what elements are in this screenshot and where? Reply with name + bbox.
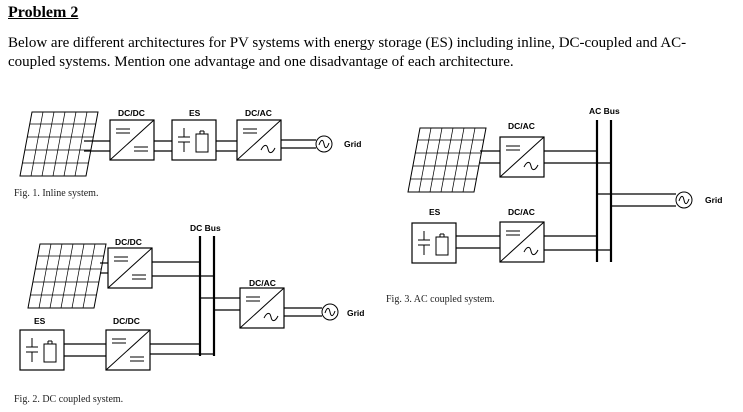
- fig2-dcac-label: DC/AC: [249, 278, 276, 288]
- fig2-dc-coupled-system: DC Bus DC/DC DC/AC Grid ES DC/DC Fig. 2.…: [14, 223, 364, 405]
- fig1-dcac-label: DC/AC: [245, 108, 272, 118]
- fig2-dcdc-top-label: DC/DC: [115, 237, 142, 247]
- fig2-caption: Fig. 2. DC coupled system.: [14, 394, 123, 405]
- fig3-dcac-bottom-label: DC/AC: [508, 207, 535, 217]
- fig2-grid-label: Grid: [347, 308, 364, 318]
- fig1-caption: Fig. 1. Inline system.: [14, 188, 98, 199]
- fig3-dcac-bottom-icon: [499, 221, 545, 263]
- fig3-acbus-label: AC Bus: [589, 106, 620, 116]
- fig2-energy-storage-icon: [19, 329, 65, 371]
- fig2-dcbus-label: DC Bus: [190, 223, 221, 233]
- fig3-pv-array-icon: [407, 127, 487, 193]
- fig2-dcac-inverter-icon: [239, 287, 285, 329]
- problem-title: Problem 2: [8, 4, 79, 21]
- fig1-dcac-inverter-icon: [236, 119, 282, 161]
- fig3-caption: Fig. 3. AC coupled system.: [386, 294, 495, 305]
- fig1-es-label: ES: [189, 108, 201, 118]
- fig1-inline-system: DC/DC ES DC/AC Grid Fig. 1. Inline syste…: [14, 108, 361, 199]
- fig3-dcac-top-label: DC/AC: [508, 121, 535, 131]
- fig2-dcdc-top-icon: [107, 247, 153, 289]
- fig2-pv-array-icon: [27, 243, 107, 309]
- problem-text: Below are different architectures for PV…: [8, 35, 687, 70]
- fig3-energy-storage-icon: [411, 222, 457, 264]
- fig1-pv-array-icon: [19, 111, 99, 177]
- fig3-ac-coupled-system: AC Bus DC/AC Grid ES DC/AC Fig. 3. AC co…: [386, 106, 722, 305]
- fig2-dcdc-bottom-icon: [105, 329, 151, 371]
- fig1-energy-storage-icon: [171, 119, 217, 161]
- fig2-grid-icon: [321, 303, 339, 321]
- fig1-dcdc-converter-icon: [109, 119, 155, 161]
- fig1-dcdc-label: DC/DC: [118, 108, 145, 118]
- fig3-dcac-top-icon: [499, 136, 545, 178]
- fig2-dcdc-bottom-label: DC/DC: [113, 316, 140, 326]
- fig3-es-label: ES: [429, 207, 441, 217]
- fig1-grid-label: Grid: [344, 139, 361, 149]
- fig1-grid-icon: [315, 135, 333, 153]
- fig3-grid-label: Grid: [705, 195, 722, 205]
- fig3-grid-icon: [675, 191, 693, 209]
- fig2-es-label: ES: [34, 316, 46, 326]
